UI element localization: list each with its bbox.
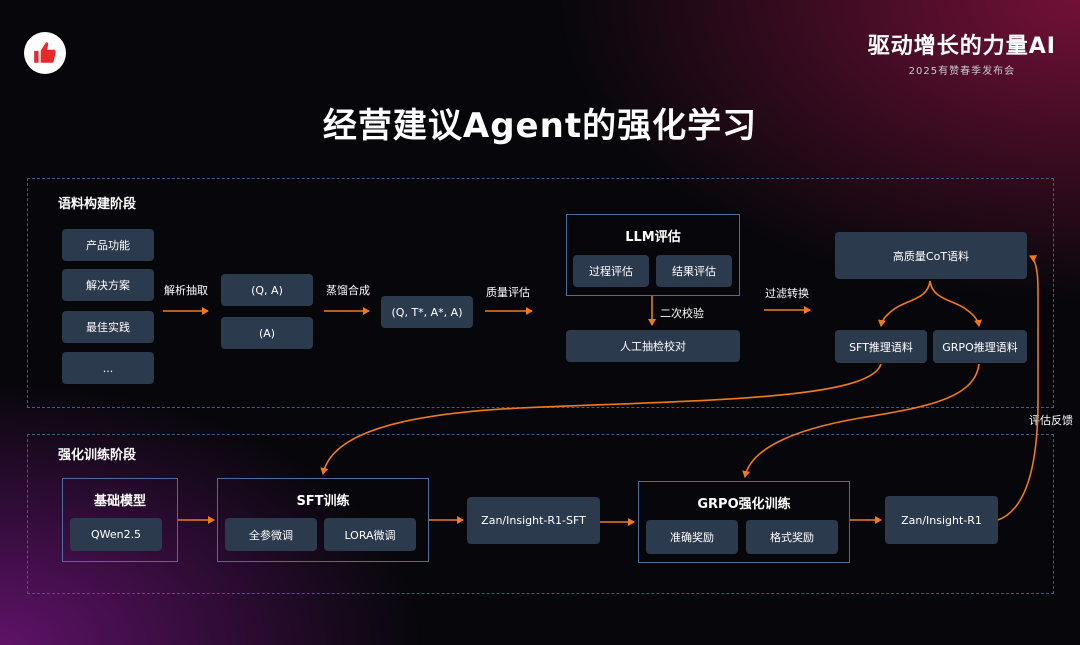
base-model-group: 基础模型 — [62, 478, 178, 562]
grpo-training-title: GRPO强化训练 — [697, 497, 791, 512]
arrow-feedback — [997, 255, 1039, 521]
source-item: ... — [62, 352, 154, 384]
hq-corpus-box: 高质量CoT语料 — [835, 232, 1027, 279]
source-item: 最佳实践 — [62, 311, 154, 343]
youzan-logo — [24, 32, 66, 74]
arrow-branch-grpo — [929, 280, 982, 327]
filter-label: 过滤转换 — [765, 287, 809, 300]
sft-training-group: SFT训练 — [217, 478, 429, 562]
synth-box: (Q, T*, A*, A) — [381, 296, 473, 328]
feedback-label: 评估反馈 — [1029, 414, 1073, 427]
sft-training-title: SFT训练 — [296, 494, 350, 509]
qwen-box: QWen2.5 — [70, 518, 162, 551]
brand-title: 驱动增长的力量AI — [867, 34, 1056, 59]
sft-model-box: Zan/Insight-R1-SFT — [467, 497, 600, 544]
answer-box: (A) — [221, 317, 313, 349]
arrow-sft-corpus-down — [320, 363, 882, 475]
grpo-corpus-box: GRPO推理语料 — [933, 330, 1027, 363]
training-stage-title: 强化训练阶段 — [58, 448, 137, 463]
corpus-stage-title: 语料构建阶段 — [58, 197, 137, 212]
lora-finetune-box: LORA微调 — [324, 518, 416, 551]
training-stage — [27, 434, 1054, 594]
accuracy-reward-box: 准确奖励 — [646, 520, 738, 554]
final-model-box: Zan/Insight-R1 — [885, 496, 998, 544]
grpo-training-group: GRPO强化训练 — [638, 481, 850, 563]
arrow-grpo-corpus-down — [742, 363, 980, 478]
format-reward-box: 格式奖励 — [746, 520, 838, 554]
quality-label: 质量评估 — [486, 286, 530, 299]
base-model-title: 基础模型 — [93, 494, 146, 509]
full-finetune-box: 全参微调 — [225, 518, 317, 551]
parse-label: 解析抽取 — [164, 284, 208, 297]
recheck-label: 二次校验 — [660, 307, 704, 320]
thumbs-up-icon — [34, 42, 56, 63]
process-eval-box: 过程评估 — [573, 255, 649, 287]
event-brand: 驱动增长的力量AI 2025有赞春季发布会 — [868, 28, 1056, 77]
source-item: 解决方案 — [62, 269, 154, 301]
slide-title: 经营建议Agent的强化学习 — [322, 106, 758, 146]
brand-subtitle: 2025有赞春季发布会 — [908, 66, 1016, 77]
qa-pair-box: (Q, A) — [221, 274, 313, 306]
source-item: 产品功能 — [62, 229, 154, 261]
llm-eval-title: LLM评估 — [625, 230, 681, 245]
arrow-branch-sft — [878, 280, 931, 327]
distill-label: 蒸馏合成 — [326, 284, 370, 297]
llm-eval-group: LLM评估 — [566, 214, 740, 296]
result-eval-box: 结果评估 — [656, 255, 732, 287]
manual-check-box: 人工抽检校对 — [566, 330, 740, 362]
sft-corpus-box: SFT推理语料 — [835, 330, 927, 363]
